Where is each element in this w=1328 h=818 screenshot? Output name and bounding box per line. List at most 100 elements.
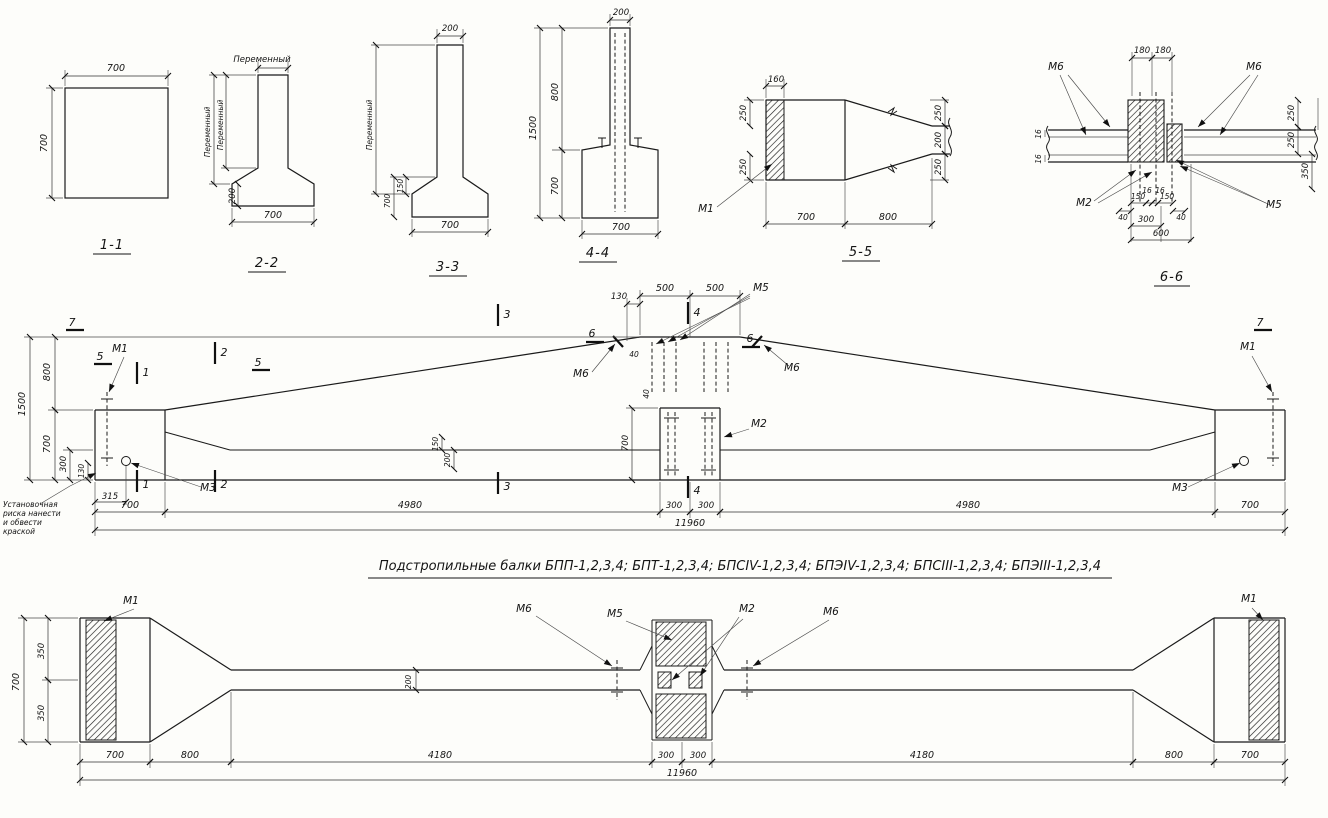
dim-500: 500 — [706, 283, 724, 294]
marker-label-m6: М6 — [1048, 61, 1064, 73]
dim-180: 180 — [1155, 46, 1171, 56]
dim-600: 600 — [1153, 229, 1169, 239]
marker-label-m5: М5 — [1266, 199, 1282, 211]
dim-16: 16 — [1142, 186, 1152, 195]
install-note: риска нанести — [2, 509, 61, 518]
dim-250: 250 — [1287, 105, 1297, 121]
m3-washer-circle — [121, 456, 131, 466]
dim-1500: 1500 — [528, 116, 539, 140]
section-label-5-5: 5-5 — [849, 245, 873, 260]
elevation-view: 7 7 5 5 1 2 3 4 6 6 1 2 3 4 М1 М1 М3 М3 … — [2, 282, 1289, 536]
marker-label-m6: М6 — [784, 362, 800, 374]
dim-40: 40 — [629, 350, 639, 359]
joint-bolts-dashed — [1139, 92, 1173, 204]
dim-300: 300 — [59, 456, 69, 472]
dim-150: 150 — [1160, 192, 1175, 201]
bolt-plate-hatch — [657, 671, 672, 689]
dim-variable-left: Переменный — [203, 107, 212, 158]
dim-250: 250 — [739, 159, 749, 175]
dim-16: 16 — [1034, 129, 1043, 139]
dim-200: 200 — [443, 453, 452, 468]
cut-mark-1: 1 — [143, 366, 150, 379]
marker-label-m1: М1 — [1241, 593, 1257, 605]
section-4-4-outline — [581, 27, 659, 219]
dim-350: 350 — [37, 705, 47, 721]
dim-150-left: 150 — [396, 179, 405, 194]
m6-embed-plate — [751, 335, 763, 348]
dim-700-bottom: 700 — [612, 222, 630, 233]
marker-label-m6: М6 — [516, 603, 532, 615]
dim-200: 200 — [934, 132, 944, 148]
dim-200: 200 — [228, 188, 238, 204]
dim-700: 700 — [42, 435, 53, 453]
dim-11960: 11960 — [667, 768, 697, 779]
joint-plate-hatch — [655, 621, 707, 667]
dim-160: 160 — [768, 75, 784, 85]
section-2-2-outline — [231, 74, 315, 207]
section-1-1-outline — [64, 87, 169, 199]
cut-mark-3: 3 — [504, 480, 511, 493]
dim-300: 300 — [666, 501, 682, 511]
dim-700-left: 700 — [39, 134, 50, 152]
dim-700-bottom: 700 — [441, 220, 459, 231]
cut-mark-2: 2 — [221, 346, 228, 359]
break-mark — [887, 106, 898, 117]
marker-label-m1: М1 — [698, 203, 714, 215]
cut-mark-7: 7 — [1257, 316, 1264, 329]
dim-40: 40 — [642, 389, 651, 399]
marker-label-m6: М6 — [823, 606, 839, 618]
install-note: краской — [3, 527, 35, 536]
dim-40: 40 — [1118, 213, 1128, 222]
dim-250: 250 — [934, 159, 944, 175]
dim-700: 700 — [550, 177, 561, 195]
joint-plate-hatch — [655, 693, 707, 739]
dim-350: 350 — [37, 643, 47, 659]
cut-mark-4: 4 — [694, 484, 701, 497]
cut-mark-3: 3 — [504, 308, 511, 321]
dim-16: 16 — [1155, 186, 1165, 195]
cut-mark-5: 5 — [255, 356, 262, 369]
dim-500: 500 — [656, 283, 674, 294]
dim-300: 300 — [1138, 215, 1154, 225]
end-plate-hatch — [85, 619, 117, 741]
dim-130: 130 — [611, 292, 627, 302]
section-view-4-4: 200 1500 800 700 700 4-4 — [528, 8, 662, 263]
anchor-bolts-dashed — [614, 33, 626, 212]
install-note: и обвести — [3, 518, 42, 527]
marker-label-m6: М6 — [573, 368, 589, 380]
dim-700-bottom: 700 — [264, 210, 282, 221]
marker-label-m2: М2 — [739, 603, 755, 615]
dim-40: 40 — [1176, 213, 1186, 222]
dim-300: 300 — [698, 501, 714, 511]
cut-mark-4: 4 — [694, 306, 701, 319]
drawing-title: Подстропильные балки БПП-1,2,3,4; БПТ-1,… — [379, 559, 1101, 574]
dim-700: 700 — [621, 435, 631, 451]
dim-800: 800 — [42, 363, 53, 381]
plan-view: М1 М6 М5 М2 М6 М1 700 350 350 200 700 80… — [11, 593, 1289, 786]
section-label-1-1: 1-1 — [100, 238, 124, 253]
section-view-5-5: 160 250 250 250 200 250 М1 700 800 5-5 — [698, 75, 952, 262]
dim-130: 130 — [77, 464, 86, 479]
cut-mark-5: 5 — [97, 350, 104, 363]
m3-washer-circle — [1239, 456, 1249, 466]
dim-300: 300 — [658, 751, 674, 761]
dim-800: 800 — [1165, 750, 1183, 761]
dim-315: 315 — [102, 492, 118, 502]
dim-700: 700 — [1241, 750, 1259, 761]
marker-label-m1: М1 — [112, 343, 128, 355]
center-joint — [639, 619, 725, 741]
section-view-1-1: 700 700 1-1 — [39, 63, 172, 255]
marker-label-m3: М3 — [200, 482, 216, 494]
dim-1500: 1500 — [17, 392, 28, 416]
dim-700: 700 — [1241, 500, 1259, 511]
dim-11960: 11960 — [675, 518, 705, 529]
dim-700-top: 700 — [107, 63, 125, 74]
marker-label-m3: М3 — [1172, 482, 1188, 494]
bolts-dashed — [106, 342, 1274, 476]
dim-800: 800 — [550, 83, 561, 101]
break-line — [1046, 125, 1050, 161]
dim-variable-top: Переменный — [233, 55, 291, 65]
end-plate-hatch — [765, 99, 785, 181]
